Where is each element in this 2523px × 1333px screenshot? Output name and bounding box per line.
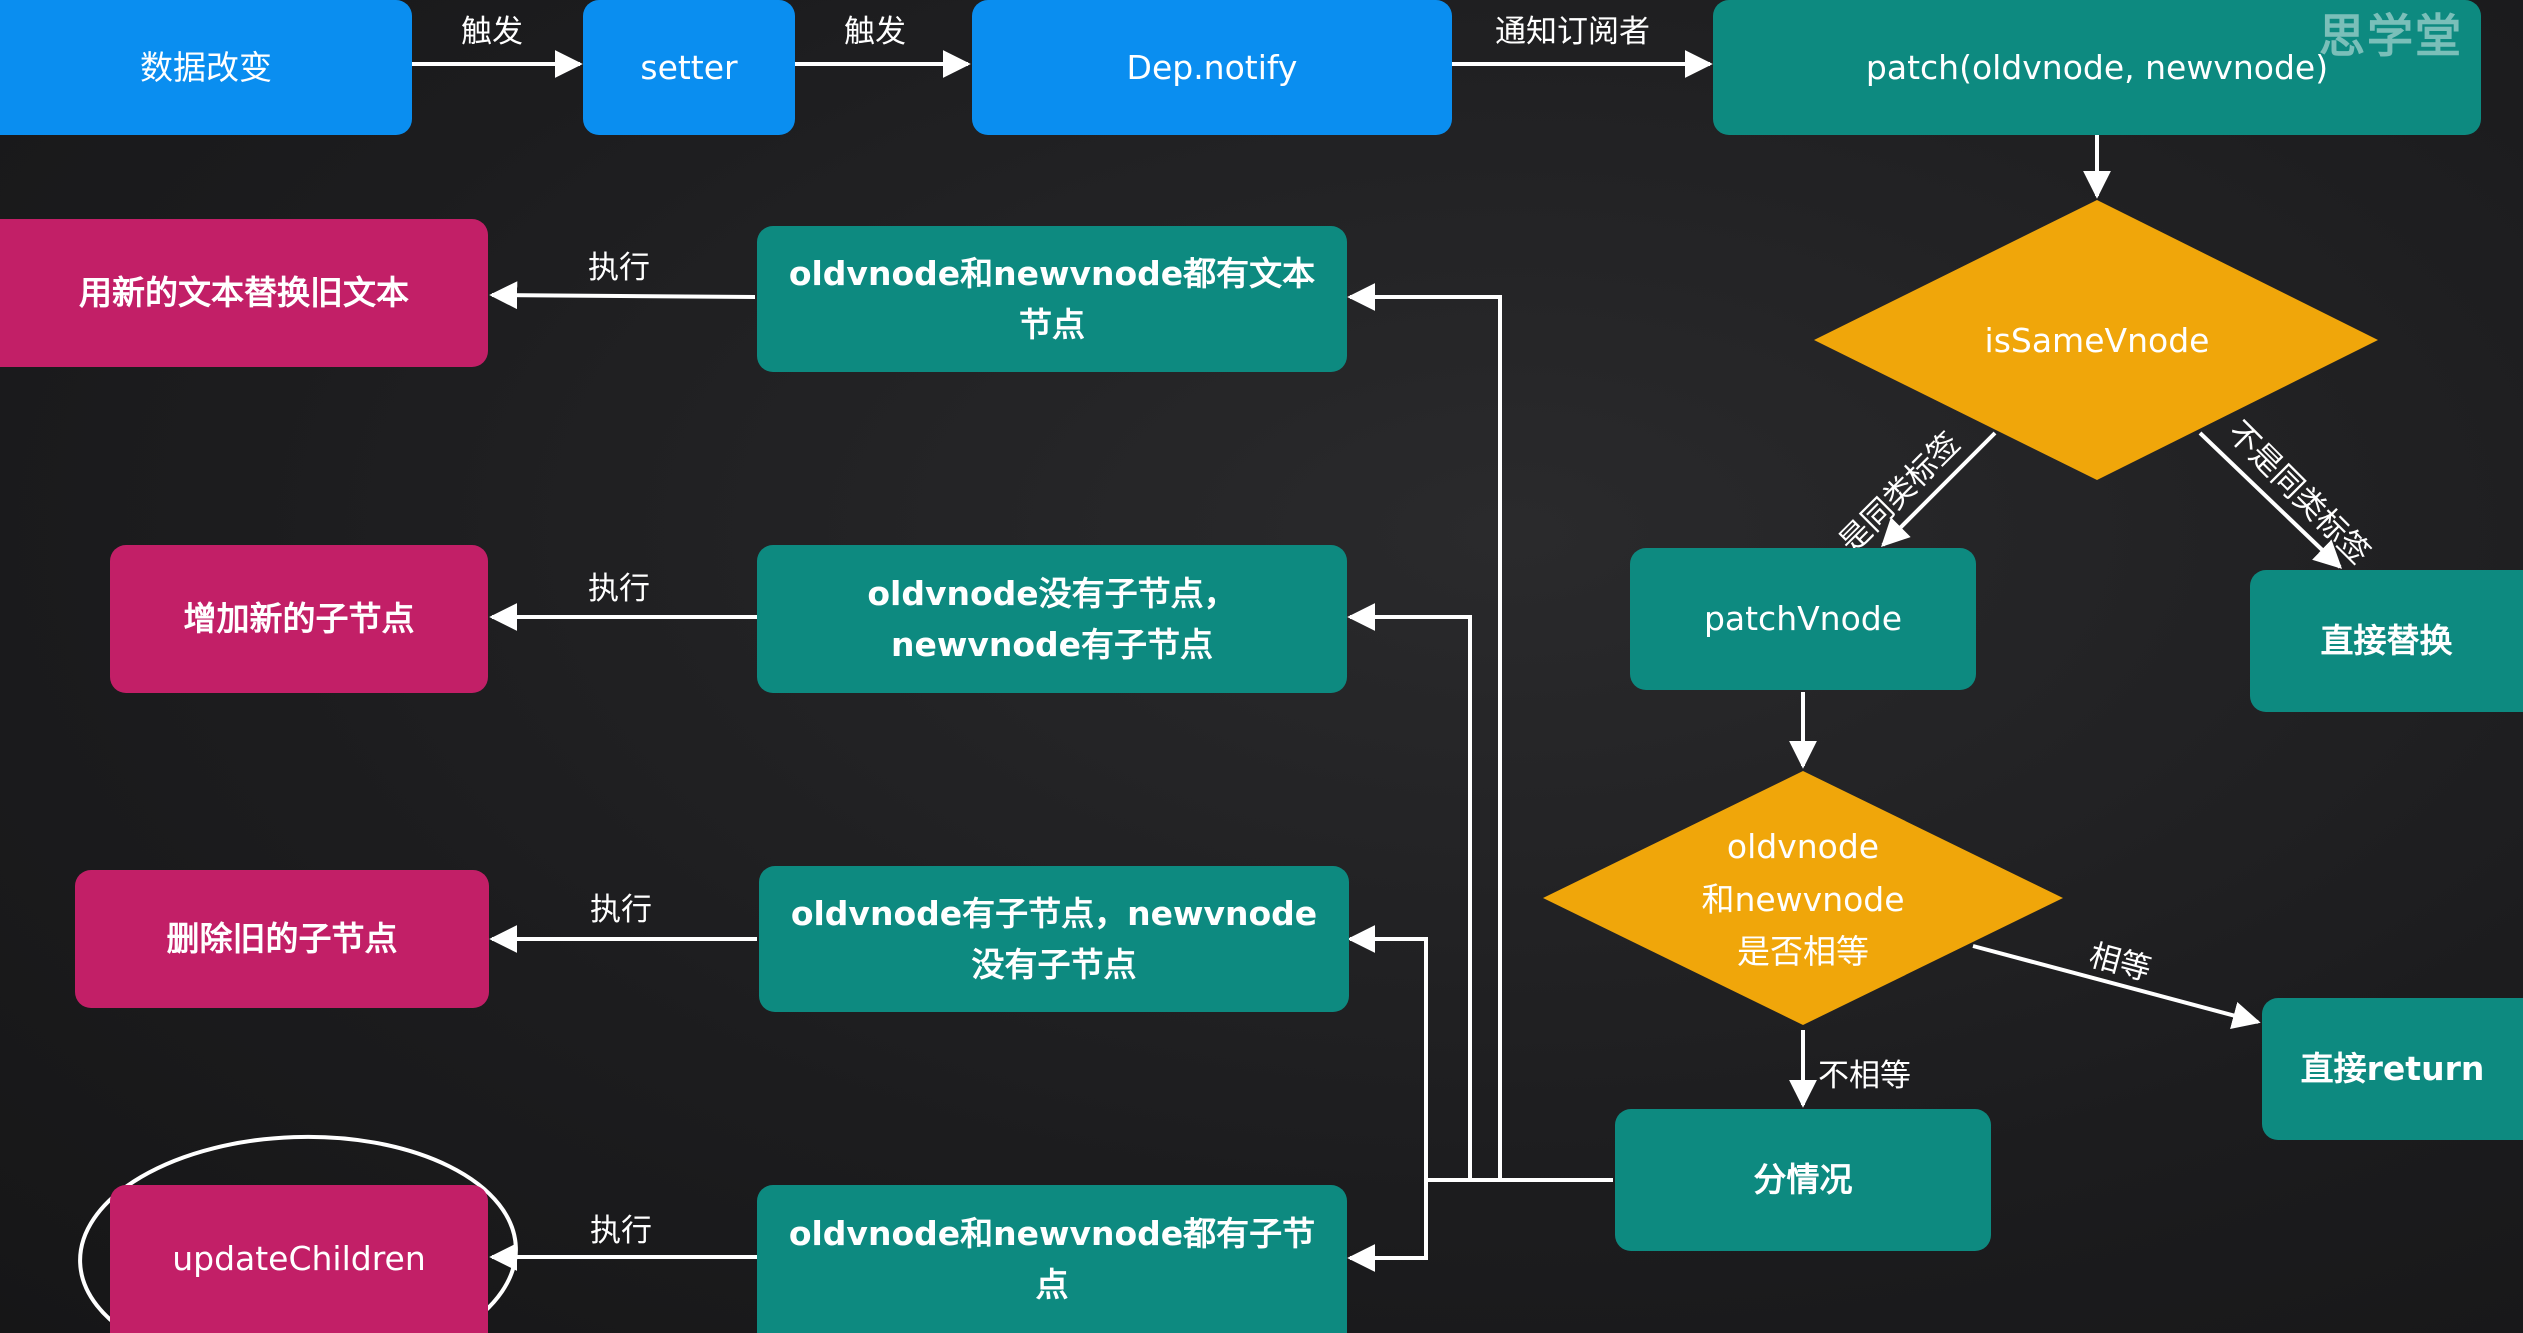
action-update-children: updateChildren xyxy=(110,1185,488,1333)
node-replace-direct: 直接替换 xyxy=(2250,570,2523,712)
equal-line-3: 是否相等 xyxy=(1737,932,1869,972)
arrow-cases-to-case2 xyxy=(1347,603,1472,1180)
watermark: 思学堂 xyxy=(2319,9,2463,63)
arrow-issame-to-patchvnode xyxy=(1881,431,1997,547)
arrow-cases-to-case3 xyxy=(1347,925,1428,1180)
label-notify: 通知订阅者 xyxy=(1495,14,1650,50)
equal-line-1: oldvnode xyxy=(1726,826,1880,866)
issamevnode-text: isSameVnode xyxy=(1984,320,2210,360)
action-add-children: 增加新的子节点 xyxy=(110,545,488,693)
label-not-equal: 不相等 xyxy=(1818,1058,1911,1094)
equal-line-2: 和newvnode xyxy=(1701,879,1905,919)
node-return-direct: 直接return xyxy=(2262,998,2523,1140)
label-exec-4: 执行 xyxy=(590,1213,652,1249)
node-patch: patch(oldvnode, newvnode) xyxy=(1713,0,2481,135)
node-setter: setter xyxy=(583,0,795,135)
arrow-equal-to-return xyxy=(1972,944,2261,1030)
action-remove-children: 删除旧的子节点 xyxy=(75,870,489,1008)
label-exec-2: 执行 xyxy=(588,571,650,607)
highlight-circle xyxy=(78,1134,518,1333)
arrow-case1-exec xyxy=(489,281,756,310)
action-replace-text: 用新的文本替换旧文本 xyxy=(0,219,488,367)
arrow-issame-to-replace xyxy=(2198,431,2343,569)
case-3-condition: oldvnode有子节点，newvnode没有子节点 xyxy=(759,866,1349,1012)
diamond-issamevnode xyxy=(1814,200,2378,480)
diamond-equal xyxy=(1543,771,2063,1025)
case-1-condition: oldvnode和newvnode都有文本节点 xyxy=(757,226,1347,372)
case-2-condition: oldvnode没有子节点，newvnode有子节点 xyxy=(757,545,1347,693)
label-trigger-2: 触发 xyxy=(844,14,906,50)
node-dep-notify: Dep.notify xyxy=(972,0,1452,135)
case-4-condition: oldvnode和newvnode都有子节点 xyxy=(757,1185,1347,1333)
label-trigger-1: 触发 xyxy=(461,14,523,50)
arrow-cases-to-case1 xyxy=(1347,283,1502,1180)
label-exec-1: 执行 xyxy=(588,250,650,286)
label-exec-3: 执行 xyxy=(590,892,652,928)
arrow-cases-to-case4 xyxy=(1347,1180,1428,1272)
node-patchvnode: patchVnode xyxy=(1630,548,1976,690)
equal-text: oldvnode 和newvnode 是否相等 xyxy=(1653,820,1953,980)
node-data-change: 数据改变 xyxy=(0,0,412,135)
node-cases: 分情况 xyxy=(1615,1109,1991,1251)
